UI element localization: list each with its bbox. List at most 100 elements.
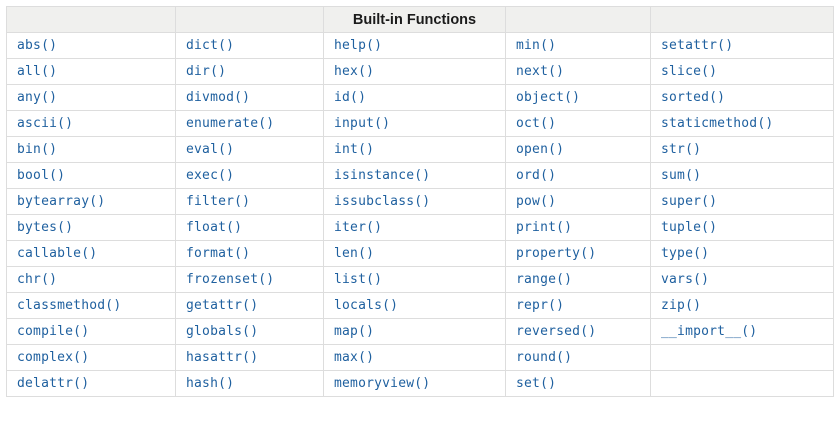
function-link[interactable]: classmethod() (17, 298, 122, 313)
function-link[interactable]: eval() (186, 142, 235, 157)
table-cell: ascii() (6, 110, 176, 137)
function-link[interactable]: hash() (186, 376, 235, 391)
table-cell: id() (323, 84, 506, 111)
table-cell: map() (323, 318, 506, 345)
function-link[interactable]: max() (334, 350, 375, 365)
function-link[interactable]: round() (516, 350, 573, 365)
function-link[interactable]: __import__() (661, 324, 758, 339)
function-link[interactable]: staticmethod() (661, 116, 774, 131)
function-link[interactable]: sum() (661, 168, 702, 183)
table-cell: dir() (175, 58, 324, 85)
table-cell: locals() (323, 292, 506, 319)
table-body: abs() dict() help() min() setattr() all() dir(… (6, 32, 834, 397)
table-row: bin() eval() int() open() str() (6, 136, 834, 163)
table-cell: help() (323, 32, 506, 59)
function-link[interactable]: dir() (186, 64, 227, 79)
function-link[interactable]: callable() (17, 246, 98, 261)
function-link[interactable]: exec() (186, 168, 235, 183)
function-link[interactable]: hasattr() (186, 350, 259, 365)
function-link[interactable]: iter() (334, 220, 383, 235)
function-link[interactable]: frozenset() (186, 272, 275, 287)
function-link[interactable]: len() (334, 246, 375, 261)
function-link[interactable]: setattr() (661, 38, 734, 53)
function-link[interactable]: str() (661, 142, 702, 157)
table-cell: eval() (175, 136, 324, 163)
table-row: ascii() enumerate() input() oct() staticmeth… (6, 110, 834, 137)
function-link[interactable]: filter() (186, 194, 251, 209)
function-link[interactable]: all() (17, 64, 58, 79)
table-cell: isinstance() (323, 162, 506, 189)
function-link[interactable]: dict() (186, 38, 235, 53)
function-link[interactable]: tuple() (661, 220, 718, 235)
function-link[interactable]: property() (516, 246, 597, 261)
function-link[interactable]: object() (516, 90, 581, 105)
function-link[interactable]: divmod() (186, 90, 251, 105)
function-link[interactable]: abs() (17, 38, 58, 53)
function-link[interactable]: next() (516, 64, 565, 79)
function-link[interactable]: repr() (516, 298, 565, 313)
function-link[interactable]: bin() (17, 142, 58, 157)
function-link[interactable]: slice() (661, 64, 718, 79)
function-link[interactable]: bytes() (17, 220, 74, 235)
function-link[interactable]: map() (334, 324, 375, 339)
table-cell: setattr() (650, 32, 834, 59)
function-link[interactable]: input() (334, 116, 391, 131)
table-header-row: Built-in Functions (6, 6, 834, 33)
table-cell: oct() (505, 110, 651, 137)
table-cell: property() (505, 240, 651, 267)
function-link[interactable]: set() (516, 376, 557, 391)
table-cell: complex() (6, 344, 176, 371)
function-link[interactable]: chr() (17, 272, 58, 287)
function-link[interactable]: reversed() (516, 324, 597, 339)
table-row: chr() frozenset() list() range() vars() (6, 266, 834, 293)
function-link[interactable]: memoryview() (334, 376, 431, 391)
function-link[interactable]: range() (516, 272, 573, 287)
function-link[interactable]: float() (186, 220, 243, 235)
function-link[interactable]: locals() (334, 298, 399, 313)
function-link[interactable]: int() (334, 142, 375, 157)
header-cell-empty-5 (650, 6, 834, 33)
table-cell: any() (6, 84, 176, 111)
table-cell: enumerate() (175, 110, 324, 137)
table-cell: iter() (323, 214, 506, 241)
function-link[interactable]: super() (661, 194, 718, 209)
function-link[interactable]: isinstance() (334, 168, 431, 183)
header-cell-empty-4 (505, 6, 651, 33)
function-link[interactable]: print() (516, 220, 573, 235)
function-link[interactable]: min() (516, 38, 557, 53)
function-link[interactable]: list() (334, 272, 383, 287)
function-link[interactable]: help() (334, 38, 383, 53)
table-cell: bool() (6, 162, 176, 189)
function-link[interactable]: zip() (661, 298, 702, 313)
table-cell: hash() (175, 370, 324, 397)
function-link[interactable]: format() (186, 246, 251, 261)
function-link[interactable]: ascii() (17, 116, 74, 131)
function-link[interactable]: getattr() (186, 298, 259, 313)
function-link[interactable]: any() (17, 90, 58, 105)
table-cell: str() (650, 136, 834, 163)
table-cell: filter() (175, 188, 324, 215)
function-link[interactable]: bool() (17, 168, 66, 183)
function-link[interactable]: hex() (334, 64, 375, 79)
function-link[interactable]: globals() (186, 324, 259, 339)
table-row: abs() dict() help() min() setattr() (6, 32, 834, 59)
function-link[interactable]: enumerate() (186, 116, 275, 131)
table-cell: slice() (650, 58, 834, 85)
function-link[interactable]: type() (661, 246, 710, 261)
function-link[interactable]: complex() (17, 350, 90, 365)
function-link[interactable]: bytearray() (17, 194, 106, 209)
function-link[interactable]: id() (334, 90, 367, 105)
function-link[interactable]: compile() (17, 324, 90, 339)
function-link[interactable]: vars() (661, 272, 710, 287)
function-link[interactable]: sorted() (661, 90, 726, 105)
table-cell: list() (323, 266, 506, 293)
table-cell: __import__() (650, 318, 834, 345)
function-link[interactable]: ord() (516, 168, 557, 183)
table-cell: vars() (650, 266, 834, 293)
function-link[interactable]: open() (516, 142, 565, 157)
function-link[interactable]: issubclass() (334, 194, 431, 209)
function-link[interactable]: pow() (516, 194, 557, 209)
function-link[interactable]: oct() (516, 116, 557, 131)
function-link[interactable]: delattr() (17, 376, 90, 391)
table-cell: globals() (175, 318, 324, 345)
